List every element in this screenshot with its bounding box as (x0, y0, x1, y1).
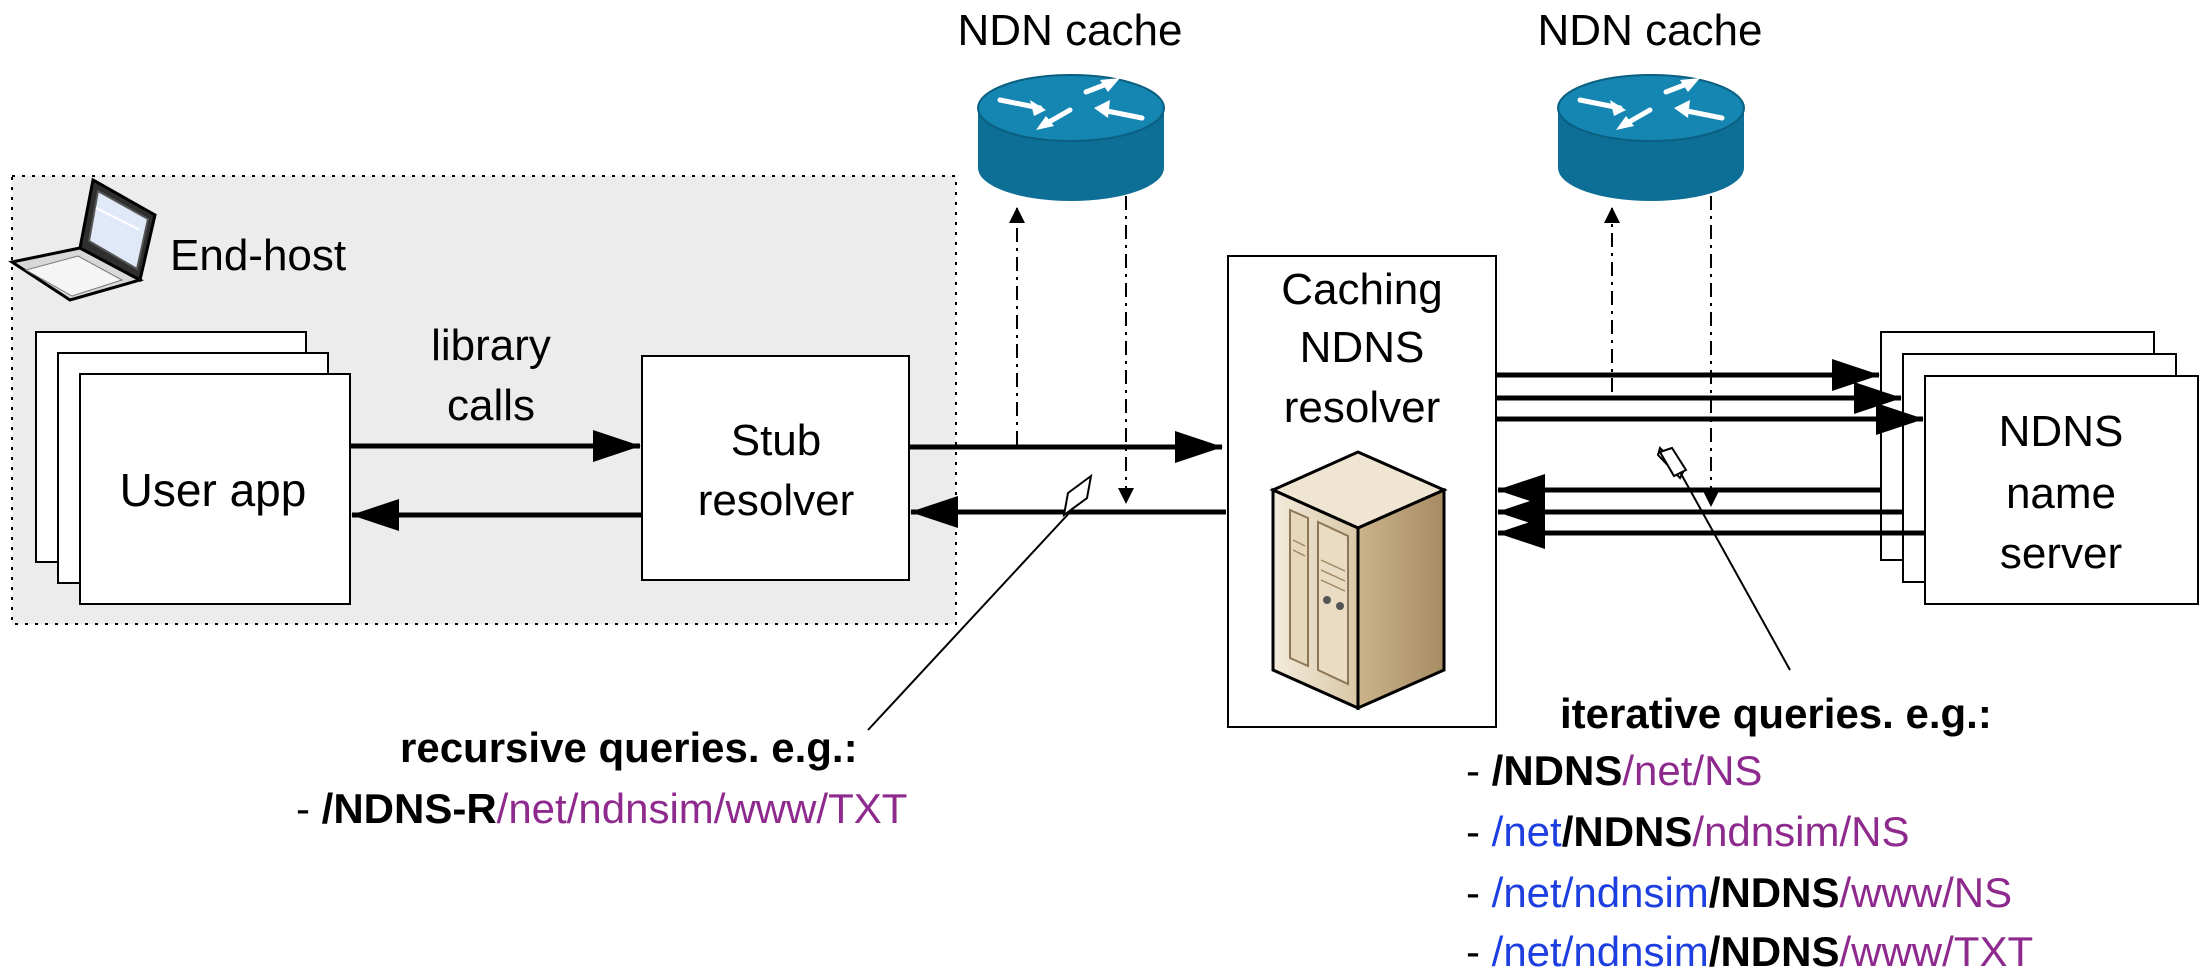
router-icon (1557, 74, 1745, 201)
server-icon (1269, 450, 1448, 711)
library-calls-label-2: calls (447, 381, 535, 430)
caching-resolver-label-3: resolver (1284, 383, 1441, 432)
user-app-label: User app (120, 464, 307, 516)
stub-resolver-box (641, 355, 910, 581)
recursive-callout (867, 473, 1093, 731)
ndn-cache-1-label: NDN cache (958, 6, 1183, 55)
iterative-callout (1656, 446, 1791, 671)
stub-resolver-label-1: Stub (731, 416, 822, 465)
caching-resolver-label-1: Caching (1281, 265, 1442, 314)
ndn-cache-2-label: NDN cache (1538, 6, 1763, 55)
iterative-example-3: - /net/ndnsim/NDNS/www/NS (1466, 869, 2012, 916)
recursive-example: - /NDNS-R/net/ndnsim/www/TXT (296, 785, 907, 832)
name-server-stack (1880, 331, 2199, 605)
iterative-example-1: - /NDNS/net/NS (1466, 747, 1762, 794)
recursive-title: recursive queries. e.g.: (400, 724, 858, 771)
iterative-example-4: - /net/ndnsim/NDNS/www/TXT (1466, 928, 2033, 973)
name-server-label-3: server (2000, 529, 2122, 578)
library-calls-label-1: library (431, 321, 551, 370)
iterative-example-2: - /net/NDNS/ndnsim/NS (1466, 808, 1909, 855)
laptop-icon (8, 177, 157, 302)
caching-resolver-label-2: NDNS (1300, 323, 1425, 372)
end-host-label: End-host (170, 231, 346, 280)
router-icon (977, 74, 1165, 201)
stub-resolver-label-2: resolver (698, 476, 855, 525)
name-server-label-2: name (2006, 469, 2116, 518)
name-server-label-1: NDNS (1999, 407, 2124, 456)
iterative-title: iterative queries. e.g.: (1560, 690, 1992, 737)
user-app-stack (35, 331, 351, 605)
